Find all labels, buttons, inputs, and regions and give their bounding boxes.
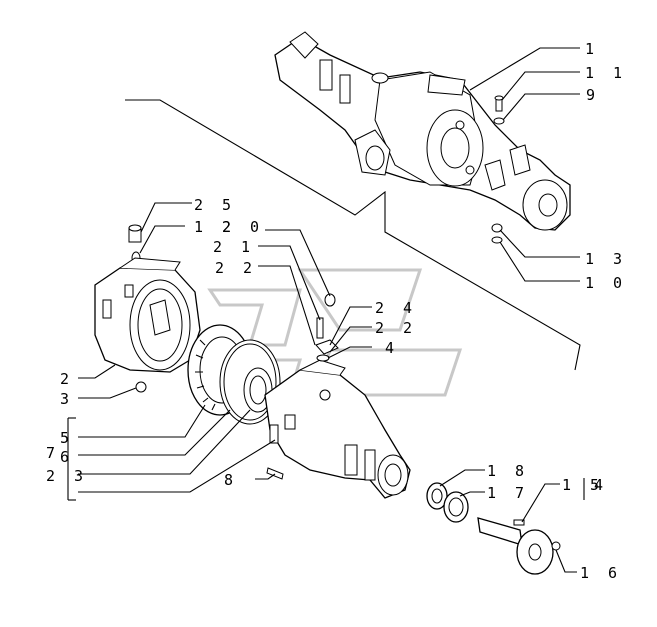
differential-carrier (264, 359, 411, 499)
axle-assembly (274, 31, 571, 231)
nut-16 (551, 541, 561, 551)
label-5: 5 (60, 429, 74, 447)
washer-4 (316, 354, 330, 362)
label-2: 2 (60, 370, 74, 388)
label-18: 1 8 (487, 462, 529, 480)
label-12: 1 2 (194, 218, 236, 236)
housing-2 (94, 257, 201, 373)
breather-20 (324, 293, 336, 307)
label-7: 7 (46, 444, 60, 462)
label-11: 1 1 (585, 64, 627, 82)
bolt-15 (513, 519, 525, 526)
bolt-11 (494, 95, 504, 112)
label-6: 6 (60, 448, 74, 466)
nut-24 (315, 339, 339, 355)
label-20: 2 0 (222, 218, 264, 236)
label-9: 9 (586, 86, 600, 104)
bolt-8 (266, 467, 284, 480)
label-1: 1 (585, 40, 599, 58)
plug-25 (128, 224, 142, 243)
plug-3 (135, 381, 147, 393)
washer-9 (493, 117, 505, 125)
label-23: 2 3 (46, 467, 88, 485)
leader-lines (67, 47, 585, 573)
label-24: 2 4 (375, 299, 417, 317)
flange-shaft-14 (477, 517, 554, 575)
label-14: 4 (594, 476, 608, 494)
label-22b: 2 2 (375, 319, 417, 337)
label-21: 2 1 (213, 238, 255, 256)
label-13: 1 3 (585, 250, 627, 268)
label-10: 1 0 (585, 274, 627, 292)
bearing-18 (426, 482, 448, 510)
section-cut-line (125, 99, 581, 371)
label-22a: 2 2 (215, 259, 257, 277)
label-15: 1 5 (562, 476, 604, 494)
label-17: 1 7 (487, 484, 529, 502)
bearing-23 (243, 367, 273, 413)
label-16: 1 6 (580, 564, 622, 582)
label-3: 3 (60, 390, 74, 408)
label-4: 4 (385, 339, 399, 357)
nut-13 (491, 223, 503, 233)
seal-17 (443, 491, 469, 523)
label-25: 2 5 (194, 196, 236, 214)
washer-10 (491, 236, 503, 244)
callout-labels: 1 1 1 9 1 3 1 0 2 5 1 2 2 0 2 1 2 2 2 4 … (46, 40, 627, 582)
label-8: 8 (224, 471, 238, 489)
tube-21 (316, 317, 324, 339)
